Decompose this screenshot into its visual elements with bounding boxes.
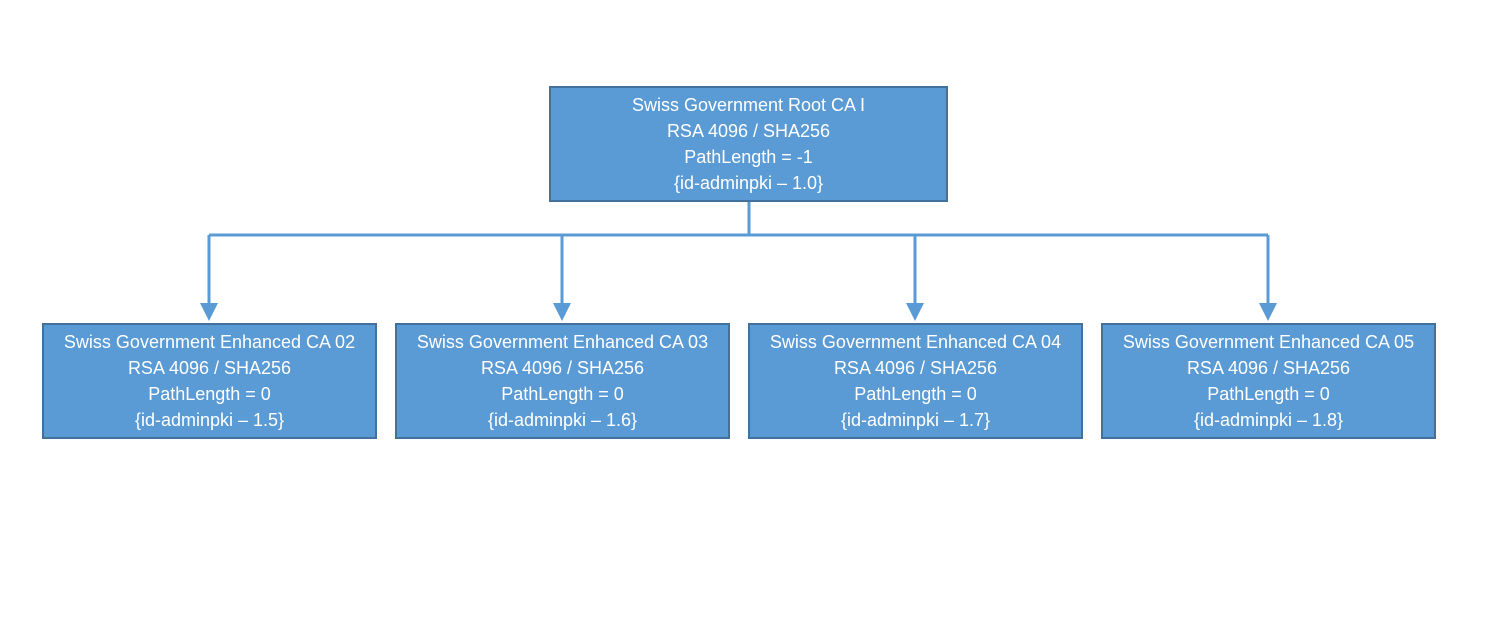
ca-policy: {id-adminpki – 1.5} — [134, 410, 285, 430]
arrowhead-ca-05-icon — [1259, 303, 1277, 321]
ca-name: Swiss Government Enhanced CA 03 — [416, 332, 709, 352]
ca-algorithm: RSA 4096 / SHA256 — [833, 358, 998, 378]
ca-name: Swiss Government Enhanced CA 02 — [63, 332, 356, 352]
ca-algorithm: RSA 4096 / SHA256 — [1186, 358, 1351, 378]
ca-policy: {id-adminpki – 1.6} — [487, 410, 638, 430]
root-ca-policy: {id-adminpki – 1.0} — [673, 173, 824, 193]
ca-name: Swiss Government Enhanced CA 05 — [1122, 332, 1415, 352]
ca-path-length: PathLength = 0 — [854, 384, 977, 404]
enhanced-ca-03-node: Swiss Government Enhanced CA 03 RSA 4096… — [395, 323, 730, 439]
root-ca-node: Swiss Government Root CA I RSA 4096 / SH… — [549, 86, 948, 202]
enhanced-ca-05-node: Swiss Government Enhanced CA 05 RSA 4096… — [1101, 323, 1436, 439]
arrowhead-ca-03-icon — [553, 303, 571, 321]
root-ca-algorithm: RSA 4096 / SHA256 — [666, 121, 831, 141]
arrowhead-ca-04-icon — [906, 303, 924, 321]
root-ca-name: Swiss Government Root CA I — [631, 95, 866, 115]
ca-policy: {id-adminpki – 1.7} — [840, 410, 991, 430]
ca-path-length: PathLength = 0 — [148, 384, 271, 404]
ca-path-length: PathLength = 0 — [501, 384, 624, 404]
ca-policy: {id-adminpki – 1.8} — [1193, 410, 1344, 430]
ca-algorithm: RSA 4096 / SHA256 — [127, 358, 292, 378]
arrowhead-ca-02-icon — [200, 303, 218, 321]
enhanced-ca-04-node: Swiss Government Enhanced CA 04 RSA 4096… — [748, 323, 1083, 439]
enhanced-ca-02-node: Swiss Government Enhanced CA 02 RSA 4096… — [42, 323, 377, 439]
root-ca-path-length: PathLength = -1 — [684, 147, 813, 167]
ca-algorithm: RSA 4096 / SHA256 — [480, 358, 645, 378]
ca-path-length: PathLength = 0 — [1207, 384, 1330, 404]
ca-name: Swiss Government Enhanced CA 04 — [769, 332, 1062, 352]
